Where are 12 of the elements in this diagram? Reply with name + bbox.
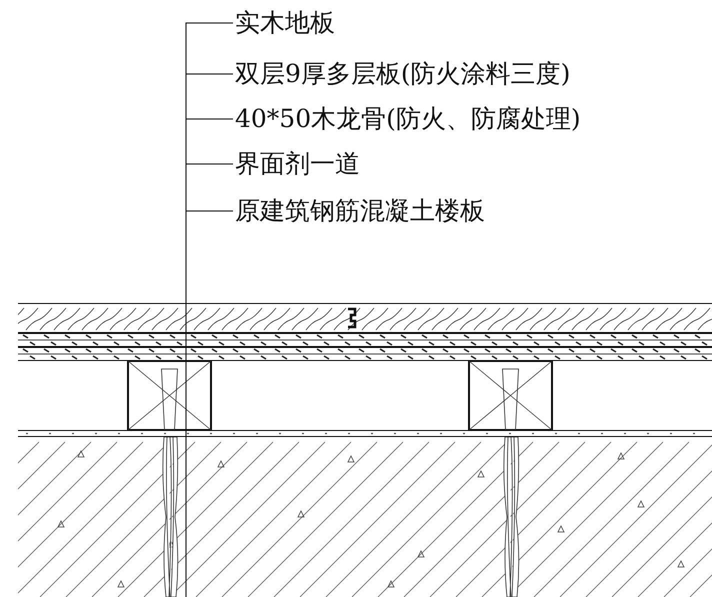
- layer-label: 原建筑钢筋混凝土楼板: [235, 196, 485, 226]
- leader-line: [186, 210, 234, 438]
- layer-label: 双层9厚多层板(防火涂料三度): [235, 59, 570, 89]
- concrete-slab: [18, 437, 712, 597]
- interface-coat: [18, 430, 712, 437]
- layer-label: 40*50木龙骨(防火、防腐处理): [235, 104, 581, 134]
- joist-section: [468, 361, 553, 430]
- plywood-layer: [18, 333, 712, 361]
- floorboard-layer: [18, 303, 712, 333]
- layer-label: 界面剂一道: [235, 149, 360, 179]
- joist-section: [127, 361, 212, 430]
- layer-label: 实木地板: [235, 8, 335, 38]
